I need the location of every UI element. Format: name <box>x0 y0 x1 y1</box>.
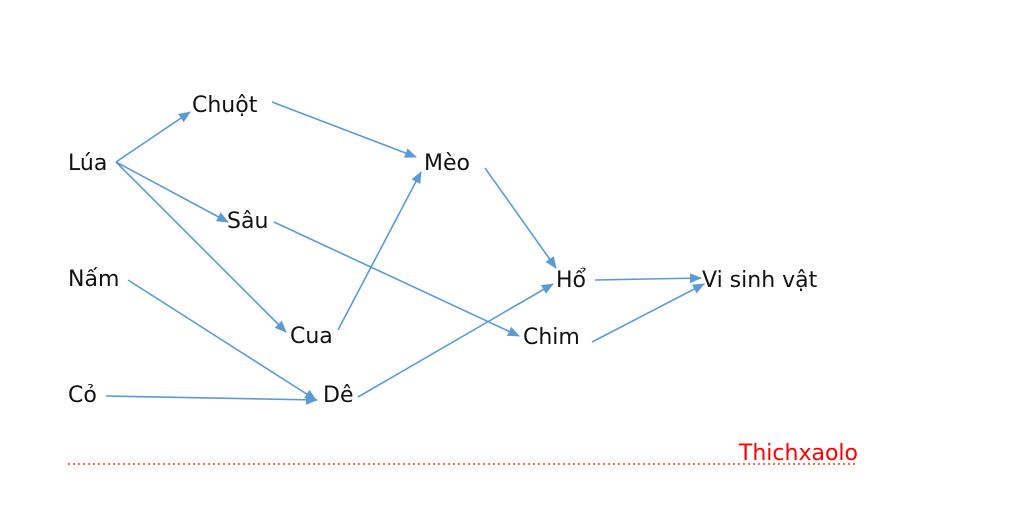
edge-nam-to-de <box>127 279 317 401</box>
node-sau: Sâu <box>227 209 268 234</box>
node-cua: Cua <box>290 324 333 349</box>
edges-layer <box>105 101 705 405</box>
node-chuot: Chuột <box>192 93 258 118</box>
node-nam: Nấm <box>68 267 119 292</box>
node-de: Dê <box>323 383 353 408</box>
edge-chuot-to-meo <box>271 101 417 158</box>
watermark: Thichxaolo <box>68 441 858 466</box>
edge-co-to-de <box>105 394 318 405</box>
node-vi-sinh-vat: Vi sinh vật <box>702 268 818 293</box>
edge-sau-to-chim <box>273 221 520 337</box>
edge-ho-to-vsv <box>594 273 702 284</box>
node-lua: Lúa <box>68 151 107 176</box>
watermark-text: Thichxaolo <box>738 441 858 466</box>
node-co: Cỏ <box>68 383 97 408</box>
nodes-layer: Lúa Chuột Mèo Sâu Nấm Cua Cỏ Dê Hổ Chim … <box>68 93 818 408</box>
edge-cua-to-meo <box>337 171 422 331</box>
edge-de-to-ho <box>357 283 554 398</box>
node-ho: Hổ <box>556 268 587 293</box>
node-chim: Chim <box>523 325 580 350</box>
edge-chim-to-vsv <box>591 283 705 343</box>
edge-lua-to-cua <box>115 161 287 333</box>
node-meo: Mèo <box>424 151 470 176</box>
edge-lua-to-sau <box>115 161 229 223</box>
edge-meo-to-ho <box>484 167 557 269</box>
edge-lua-to-chuot <box>115 111 191 163</box>
